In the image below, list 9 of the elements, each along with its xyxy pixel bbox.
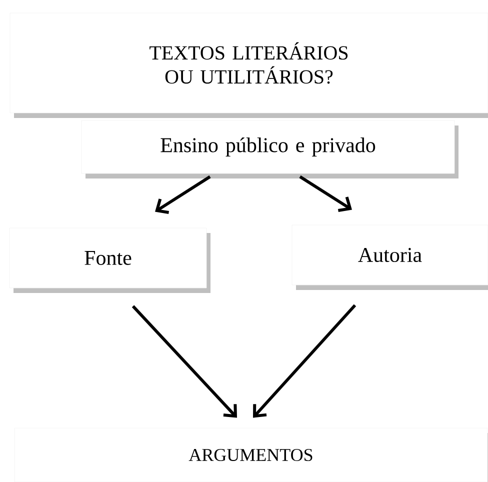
text-box: ARGUMENTOS [14, 428, 488, 482]
text-box: Fonte [9, 228, 210, 293]
arrow [253, 304, 356, 418]
text-box: Autoria [292, 224, 488, 290]
arrow [299, 175, 352, 212]
text-box: TEXTOS LITERÁRIOS OU UTILITÁRIOS? [10, 12, 488, 118]
arrow [132, 305, 237, 418]
arrow [155, 175, 211, 214]
text-box: Ensino público e privado [81, 120, 458, 178]
